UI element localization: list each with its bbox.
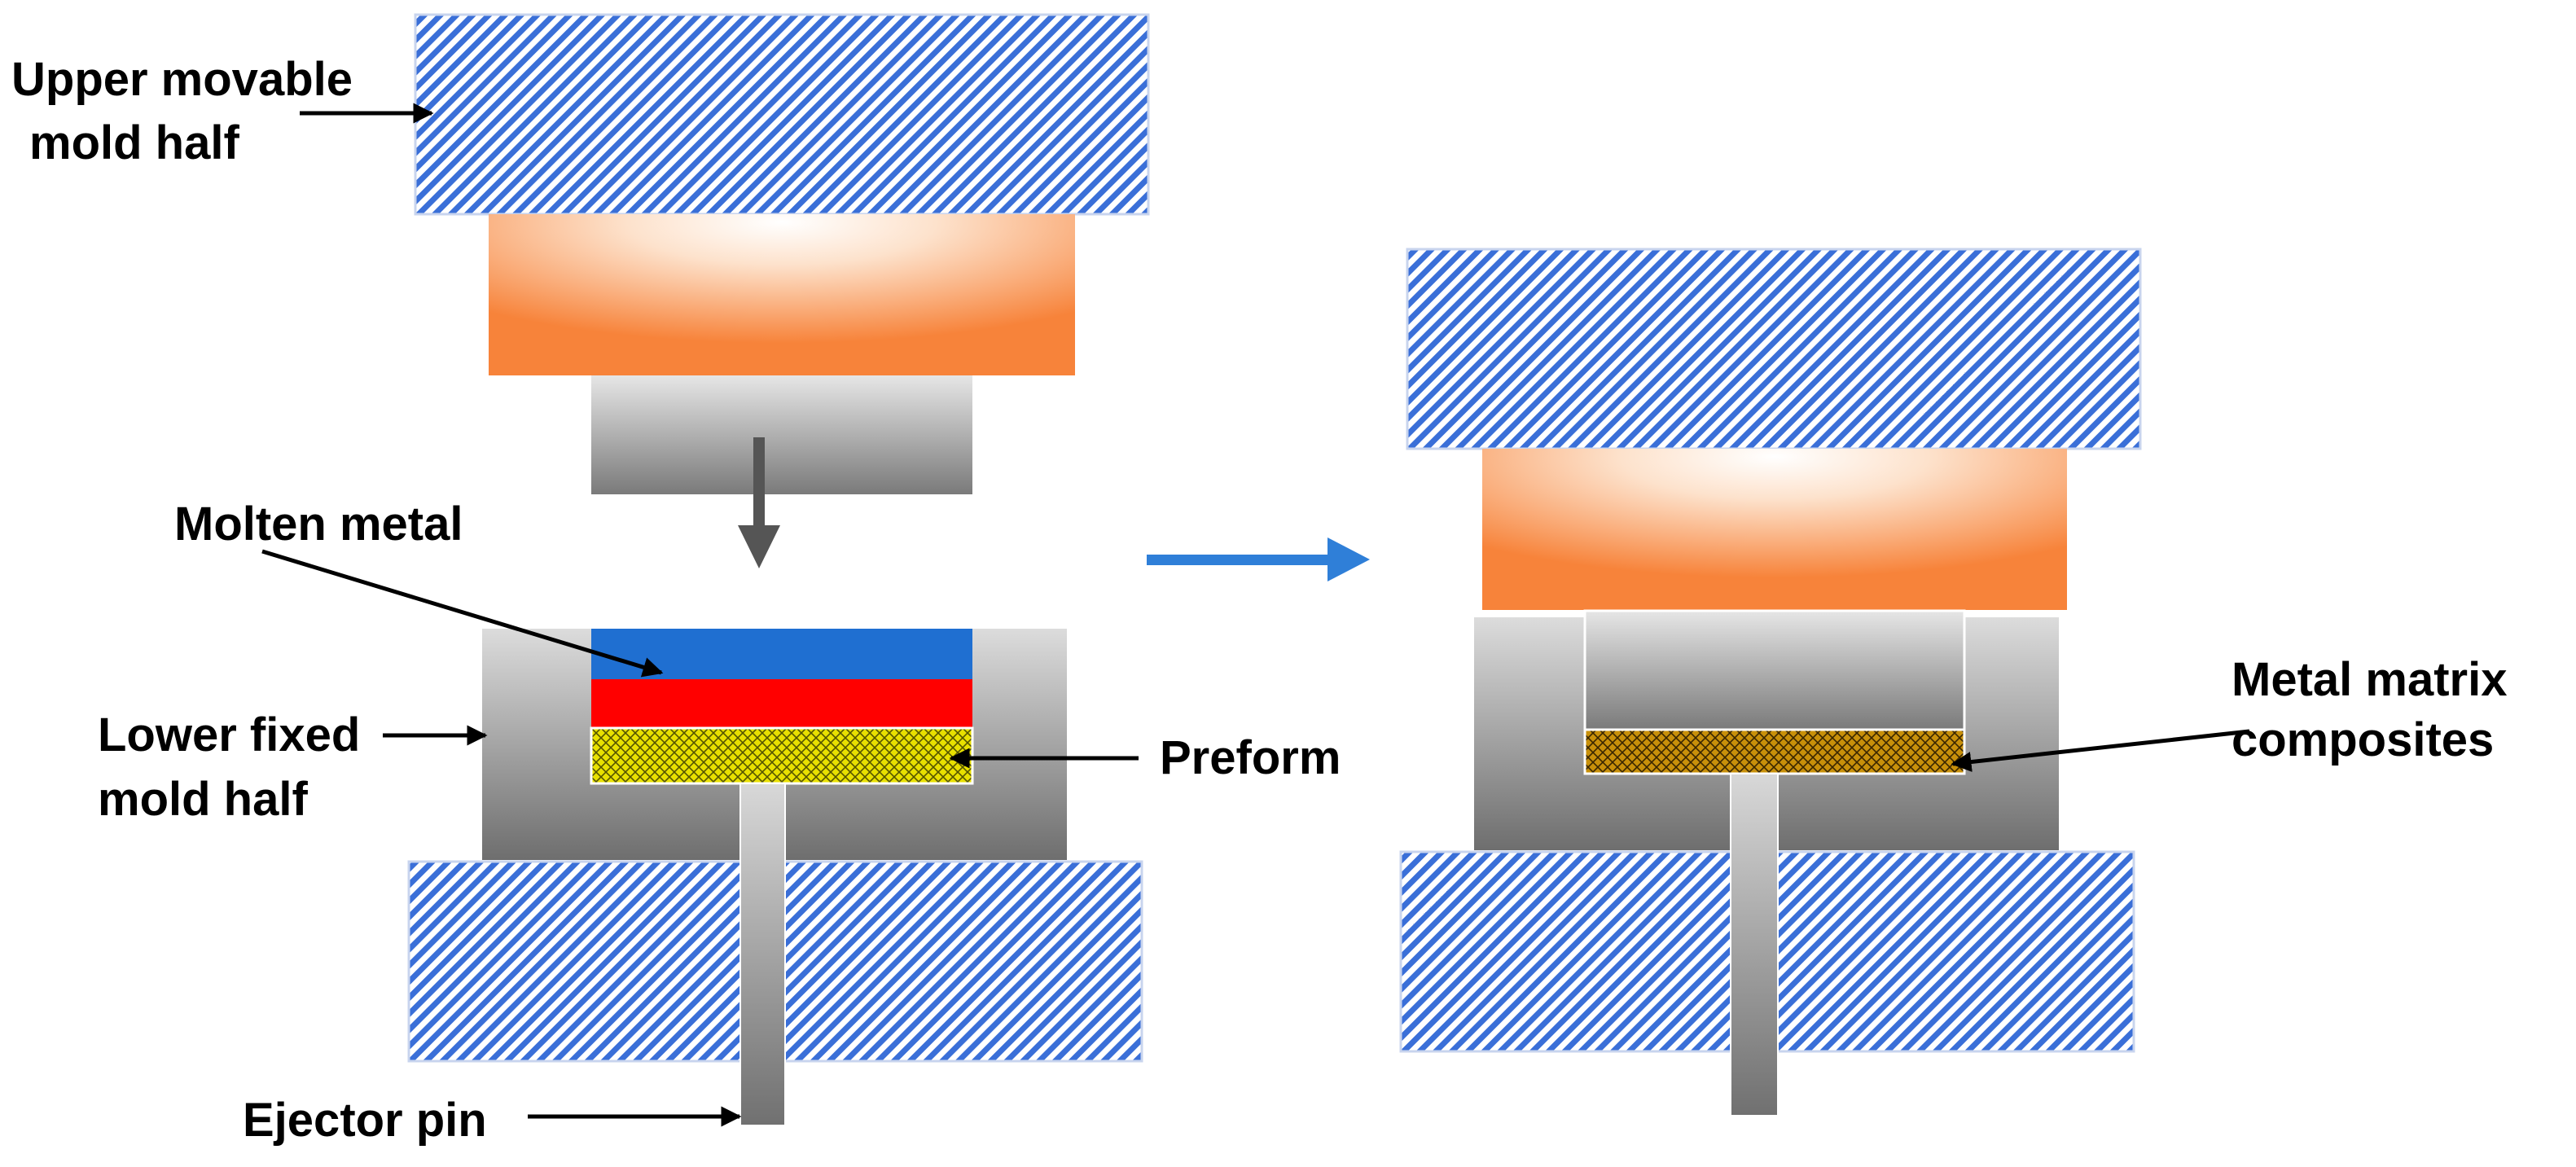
composite-label-line2: composites <box>2232 713 2495 766</box>
ejector-pin-left <box>739 783 786 1126</box>
molten-metal-leader <box>261 549 664 678</box>
heater-block-left <box>489 214 1075 375</box>
upper-mold-half-left <box>414 13 1150 216</box>
composite-leader <box>1951 729 2250 772</box>
preform-label: Preform <box>1160 731 1341 784</box>
upper-mold-label-line2: mold half <box>29 116 239 169</box>
molten-metal-layer <box>591 629 972 679</box>
ejector-pin-label: Ejector pin <box>243 1094 487 1147</box>
process-arrow <box>1147 537 1370 581</box>
lower-mold-label-line2: mold half <box>98 773 308 826</box>
lower-mold-label-line1: Lower fixed <box>98 709 361 761</box>
punch-left <box>591 375 972 494</box>
hot-metal-layer <box>591 679 972 728</box>
upper-mold-half-right <box>1406 248 2142 450</box>
ejector-pin-right <box>1730 773 1779 1117</box>
down-arrow <box>738 437 780 568</box>
composite-layer <box>1583 728 1966 775</box>
upper-mold-label-line1: Upper movable <box>11 53 353 106</box>
molten-metal-label: Molten metal <box>174 498 463 551</box>
punch-right <box>1583 609 1966 731</box>
heater-block-right <box>1482 449 2067 610</box>
composite-label-line1: Metal matrix <box>2232 653 2508 706</box>
preform-layer <box>590 726 974 785</box>
